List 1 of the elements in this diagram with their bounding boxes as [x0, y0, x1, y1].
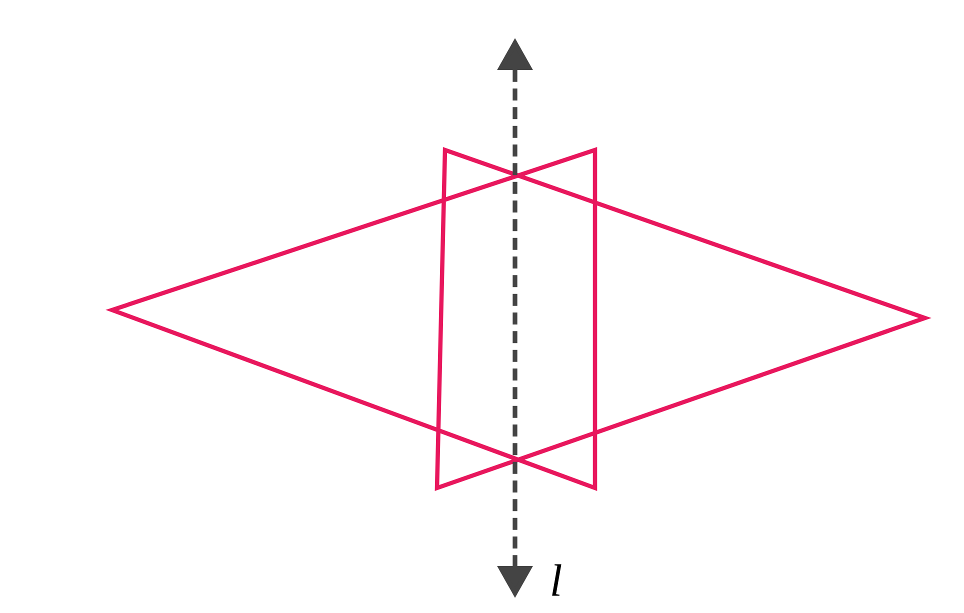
- axis-label: l: [552, 564, 562, 596]
